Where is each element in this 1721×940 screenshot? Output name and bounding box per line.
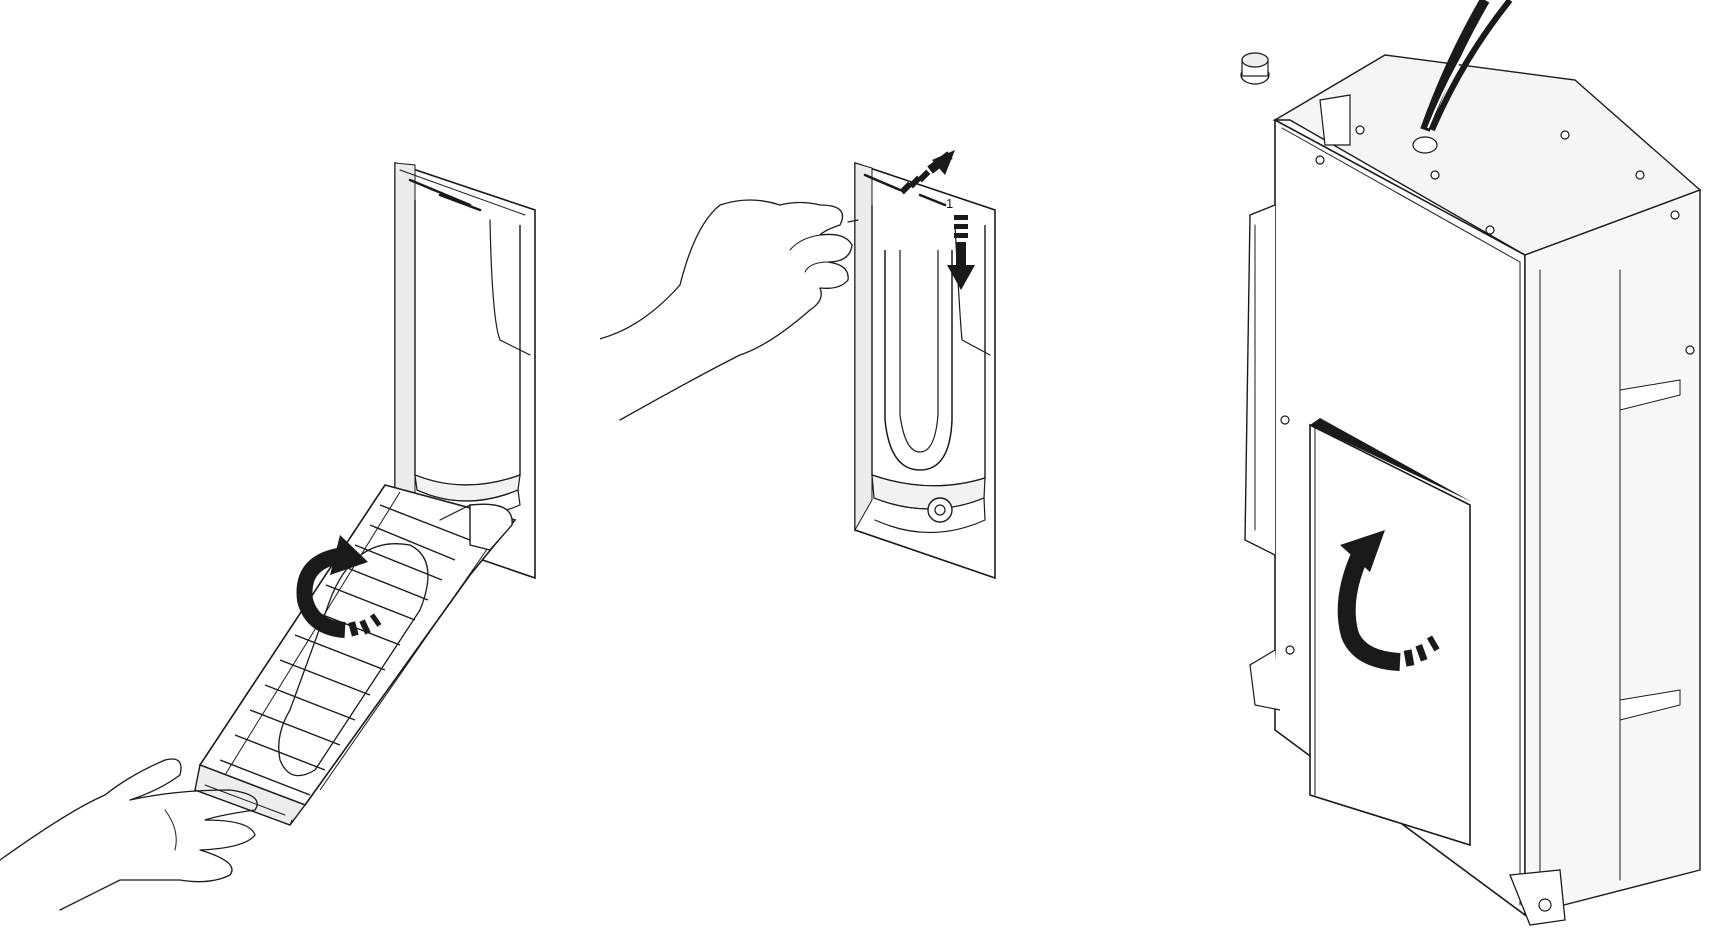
step-2-panel: 1 [600,150,996,580]
door-panel [1309,418,1472,847]
filter-cartridge [194,484,517,826]
step-1-panel [0,161,536,911]
rotate-arrow-icon [296,535,382,638]
hand-icon [600,199,859,421]
filter-cylinder [871,205,991,533]
callout-number: 1 [946,196,953,211]
step-3-panel [1240,0,1702,926]
rotate-arrow-icon [1337,530,1440,671]
double-arrow-icon: 1 [899,150,975,290]
filter-cylinder [414,200,531,518]
hand-icon [0,758,258,911]
